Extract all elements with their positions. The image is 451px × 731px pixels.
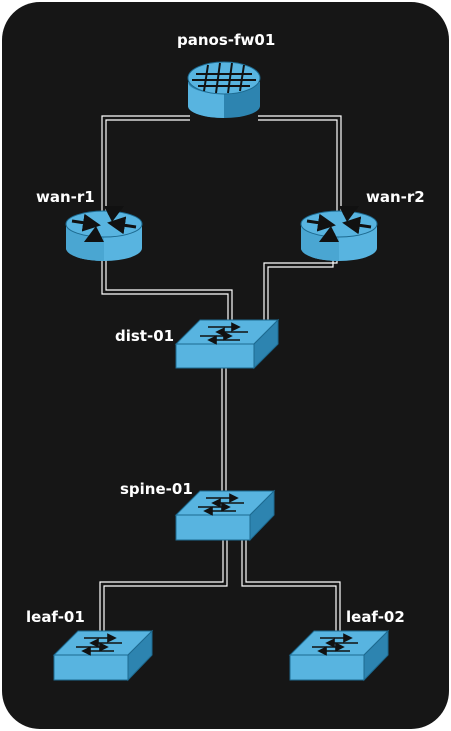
node-label-wan-r1: wan-r1	[36, 188, 95, 206]
router-icon-wan-r1[interactable]	[65, 205, 143, 261]
link-fw-r2	[258, 115, 342, 217]
node-label-spine-01: spine-01	[120, 480, 193, 498]
switch-icon-leaf-01[interactable]	[52, 629, 154, 682]
link-dist-spine	[221, 368, 227, 493]
node-label-panos-fw01: panos-fw01	[177, 31, 276, 49]
link-spine-leaf02	[241, 540, 341, 632]
firewall-icon[interactable]	[187, 61, 261, 118]
switch-icon-spine-01[interactable]	[174, 489, 276, 542]
switch-icon-dist-01[interactable]	[174, 318, 280, 370]
link-spine-leaf01	[99, 540, 228, 632]
node-label-leaf-01: leaf-01	[26, 608, 85, 626]
router-icon-wan-r2[interactable]	[300, 205, 378, 261]
link-r2-dist	[263, 258, 338, 322]
switch-icon-leaf-02[interactable]	[288, 629, 390, 682]
link-fw-r1	[101, 115, 190, 217]
node-label-wan-r2: wan-r2	[366, 188, 425, 206]
node-label-dist-01: dist-01	[115, 327, 175, 345]
link-r1-dist	[101, 258, 233, 322]
node-label-leaf-02: leaf-02	[346, 608, 405, 626]
